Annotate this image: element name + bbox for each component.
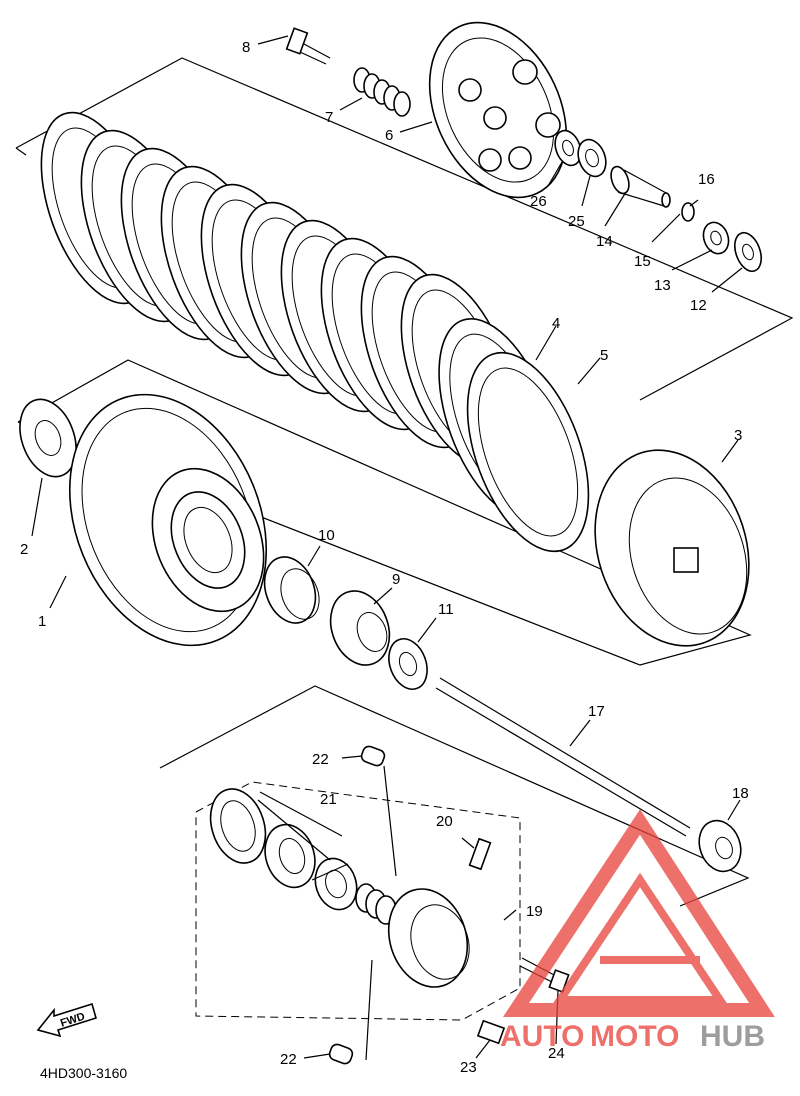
callout-19: 19 [526, 903, 543, 920]
callout-10: 10 [318, 527, 335, 544]
callout-9: 9 [392, 571, 400, 588]
brand-auto: AUTO [500, 1020, 584, 1053]
clutch-housing [19, 393, 268, 647]
callout-labels: 8 7 6 26 25 14 16 15 13 12 4 5 3 2 1 10 … [20, 39, 749, 1076]
pressure-plate-assembly [285, 21, 762, 273]
washer-26 [554, 129, 582, 167]
callout-6: 6 [385, 127, 393, 144]
callout-15: 15 [634, 253, 651, 270]
brand-moto: MOTO [590, 1020, 679, 1053]
callout-17: 17 [588, 703, 605, 720]
callout-13: 13 [654, 277, 671, 294]
callout-4: 4 [552, 315, 560, 332]
callout-1: 1 [38, 613, 46, 630]
callout-11: 11 [438, 601, 454, 618]
bolt-8 [285, 27, 331, 65]
callout-25: 25 [568, 213, 585, 230]
fwd-arrow-icon: FWD [36, 1002, 97, 1038]
callout-21: 21 [320, 791, 337, 808]
callout-5: 5 [600, 347, 608, 364]
catalog-code: 4HD300-3160 [40, 1065, 127, 1081]
clutch-plate-stack [40, 111, 590, 553]
nut-13 [702, 221, 730, 255]
brand-hub: HUB [700, 1020, 765, 1053]
bearing-group [263, 556, 428, 690]
push-rod-17 [435, 677, 742, 873]
bearing-25 [577, 138, 607, 178]
callout-20: 20 [436, 813, 453, 830]
callout-8: 8 [242, 39, 250, 56]
spacer-9 [329, 590, 391, 666]
watermark-logo: AUTO MOTO HUB [500, 809, 775, 1053]
callout-16: 16 [698, 171, 715, 188]
callout-22b: 22 [280, 1051, 297, 1068]
callout-24: 24 [548, 1045, 565, 1062]
callout-2: 2 [20, 541, 28, 558]
callout-7: 7 [325, 109, 333, 126]
callout-22: 22 [312, 751, 329, 768]
callout-26: 26 [530, 193, 547, 210]
circlip-16 [681, 202, 695, 222]
callout-23: 23 [460, 1059, 477, 1076]
callout-3: 3 [734, 427, 742, 444]
thrust-washer-2 [19, 398, 77, 478]
callout-14: 14 [596, 233, 613, 250]
lock-washer-12 [734, 231, 762, 273]
clutch-spring [353, 67, 411, 117]
washer-11 [388, 638, 428, 690]
clutch-boss-3 [594, 449, 750, 647]
callout-12: 12 [690, 297, 707, 314]
push-rod-14 [610, 165, 671, 208]
callout-18: 18 [732, 785, 749, 802]
washer-18 [698, 819, 742, 873]
release-cylinder-group [209, 745, 570, 1065]
needle-bearing-10 [263, 556, 317, 624]
